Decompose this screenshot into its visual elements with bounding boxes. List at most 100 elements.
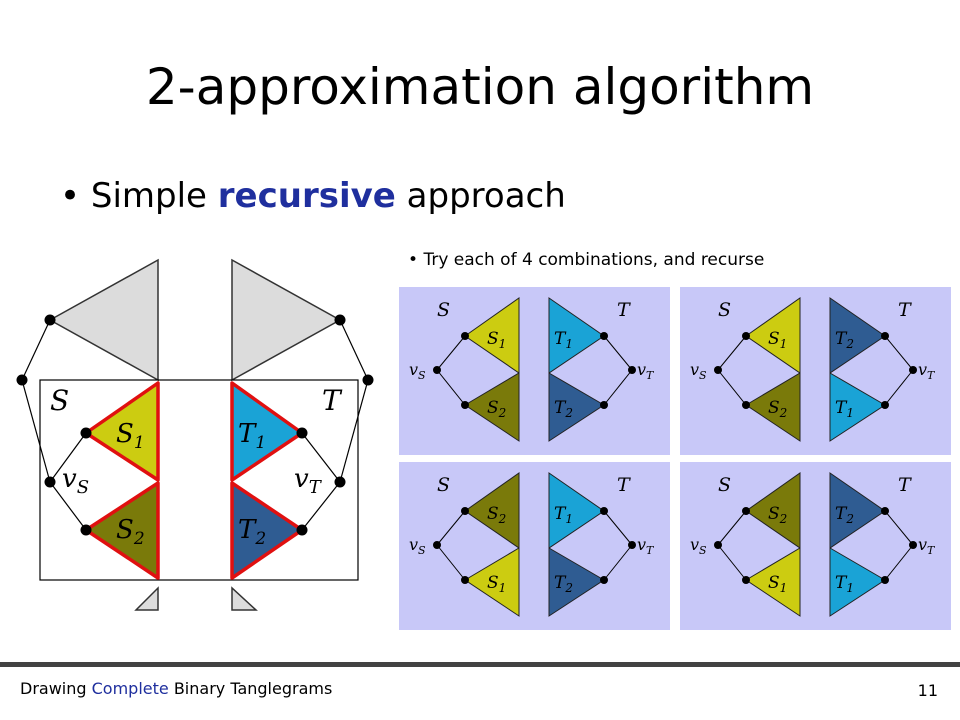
edge: [49, 432, 87, 483]
triangle-S2: [745, 472, 801, 549]
label-S1: S1: [116, 419, 145, 453]
label-S: S: [50, 384, 69, 417]
label-sub: 2: [564, 406, 573, 420]
label-sub: 2: [498, 406, 507, 420]
label-T1: T1: [238, 419, 266, 453]
edge: [301, 481, 341, 531]
edge: [436, 369, 466, 406]
node: [296, 427, 308, 439]
label-base: T: [835, 329, 848, 349]
label-base: T: [835, 504, 848, 524]
label-base: S: [487, 573, 499, 593]
node: [334, 314, 346, 326]
label-sub: 1: [565, 512, 573, 526]
label-sub: S: [699, 544, 707, 557]
node: [362, 374, 374, 386]
label-sub: T: [927, 369, 936, 382]
label-sub: T: [927, 544, 936, 557]
triangle-S1: [745, 297, 801, 374]
label-base: T: [238, 419, 257, 449]
triangle-S1: [464, 297, 520, 374]
label-base: T: [238, 515, 257, 545]
edge: [21, 379, 51, 483]
triangle-T2: [829, 297, 886, 374]
node: [600, 576, 608, 584]
label-sub: 1: [565, 337, 573, 351]
label-sub: 1: [780, 337, 788, 351]
label-sub: S: [418, 544, 426, 557]
edge: [717, 510, 747, 546]
node: [742, 401, 750, 409]
label-sub: 2: [845, 512, 854, 526]
label-base: S: [116, 419, 134, 449]
triangle-S2: [745, 372, 801, 442]
label-sub: 1: [846, 406, 854, 420]
footer-divider: [0, 662, 960, 667]
triangle-S1: [464, 547, 520, 617]
label-sub: 2: [254, 529, 266, 549]
node: [881, 332, 889, 340]
edge: [717, 544, 747, 581]
footer-text-after: Binary Tanglegrams: [168, 679, 333, 698]
label-sub: S: [699, 369, 707, 382]
edge: [603, 544, 633, 581]
node: [461, 507, 469, 515]
label-sub: S: [77, 477, 89, 498]
slide-title: 2-approximation algorithm: [145, 58, 815, 116]
label-vS: vS: [62, 464, 89, 498]
label-base: T: [554, 573, 567, 593]
label-sub: 2: [779, 512, 788, 526]
node: [433, 541, 441, 549]
label-S1: S1: [487, 573, 506, 595]
label-sub: 2: [564, 581, 573, 595]
label-sub: T: [646, 544, 655, 557]
label-v: v: [918, 360, 927, 379]
label-sub: 1: [134, 433, 145, 453]
panel-background: [399, 462, 670, 630]
node: [80, 427, 92, 439]
sub-bullet: • Try each of 4 combinations, and recurs…: [408, 250, 764, 270]
label-base: T: [835, 573, 848, 593]
node: [296, 524, 308, 536]
label-base: S: [116, 515, 134, 545]
node: [600, 332, 608, 340]
label-T2: T2: [238, 515, 266, 549]
label-sub: 2: [133, 529, 145, 549]
label-vT: vT: [637, 360, 655, 382]
edge: [436, 335, 466, 371]
label-T: T: [322, 384, 343, 417]
gray-subtree-bottom-right: [231, 586, 258, 611]
node: [714, 541, 722, 549]
node: [16, 374, 28, 386]
label-T: T: [898, 474, 912, 496]
triangle-S2: [464, 372, 520, 442]
bullet-text-before: Simple: [90, 176, 218, 216]
panel-background: [680, 287, 951, 455]
label-S1: S1: [768, 329, 787, 351]
panel-background: [399, 287, 670, 455]
node: [742, 507, 750, 515]
label-sub: 1: [499, 337, 507, 351]
label-vT: vT: [294, 464, 323, 498]
label-v: v: [690, 535, 699, 554]
node-vS: [44, 476, 56, 488]
node: [881, 507, 889, 515]
node: [909, 366, 917, 374]
node: [714, 366, 722, 374]
label-sub: 1: [846, 581, 854, 595]
edge: [603, 369, 633, 406]
label-T2: T2: [554, 573, 573, 595]
triangle-S1: [84, 381, 160, 482]
label-sub: 2: [845, 337, 854, 351]
triangle-T1: [548, 297, 605, 374]
footer-text-before: Drawing: [20, 679, 92, 698]
gray-subtree-left: [48, 258, 159, 382]
label-vT: vT: [918, 360, 936, 382]
label-vS: vS: [690, 535, 707, 557]
label-S: S: [437, 299, 450, 321]
label-base: T: [554, 329, 567, 349]
node: [742, 576, 750, 584]
